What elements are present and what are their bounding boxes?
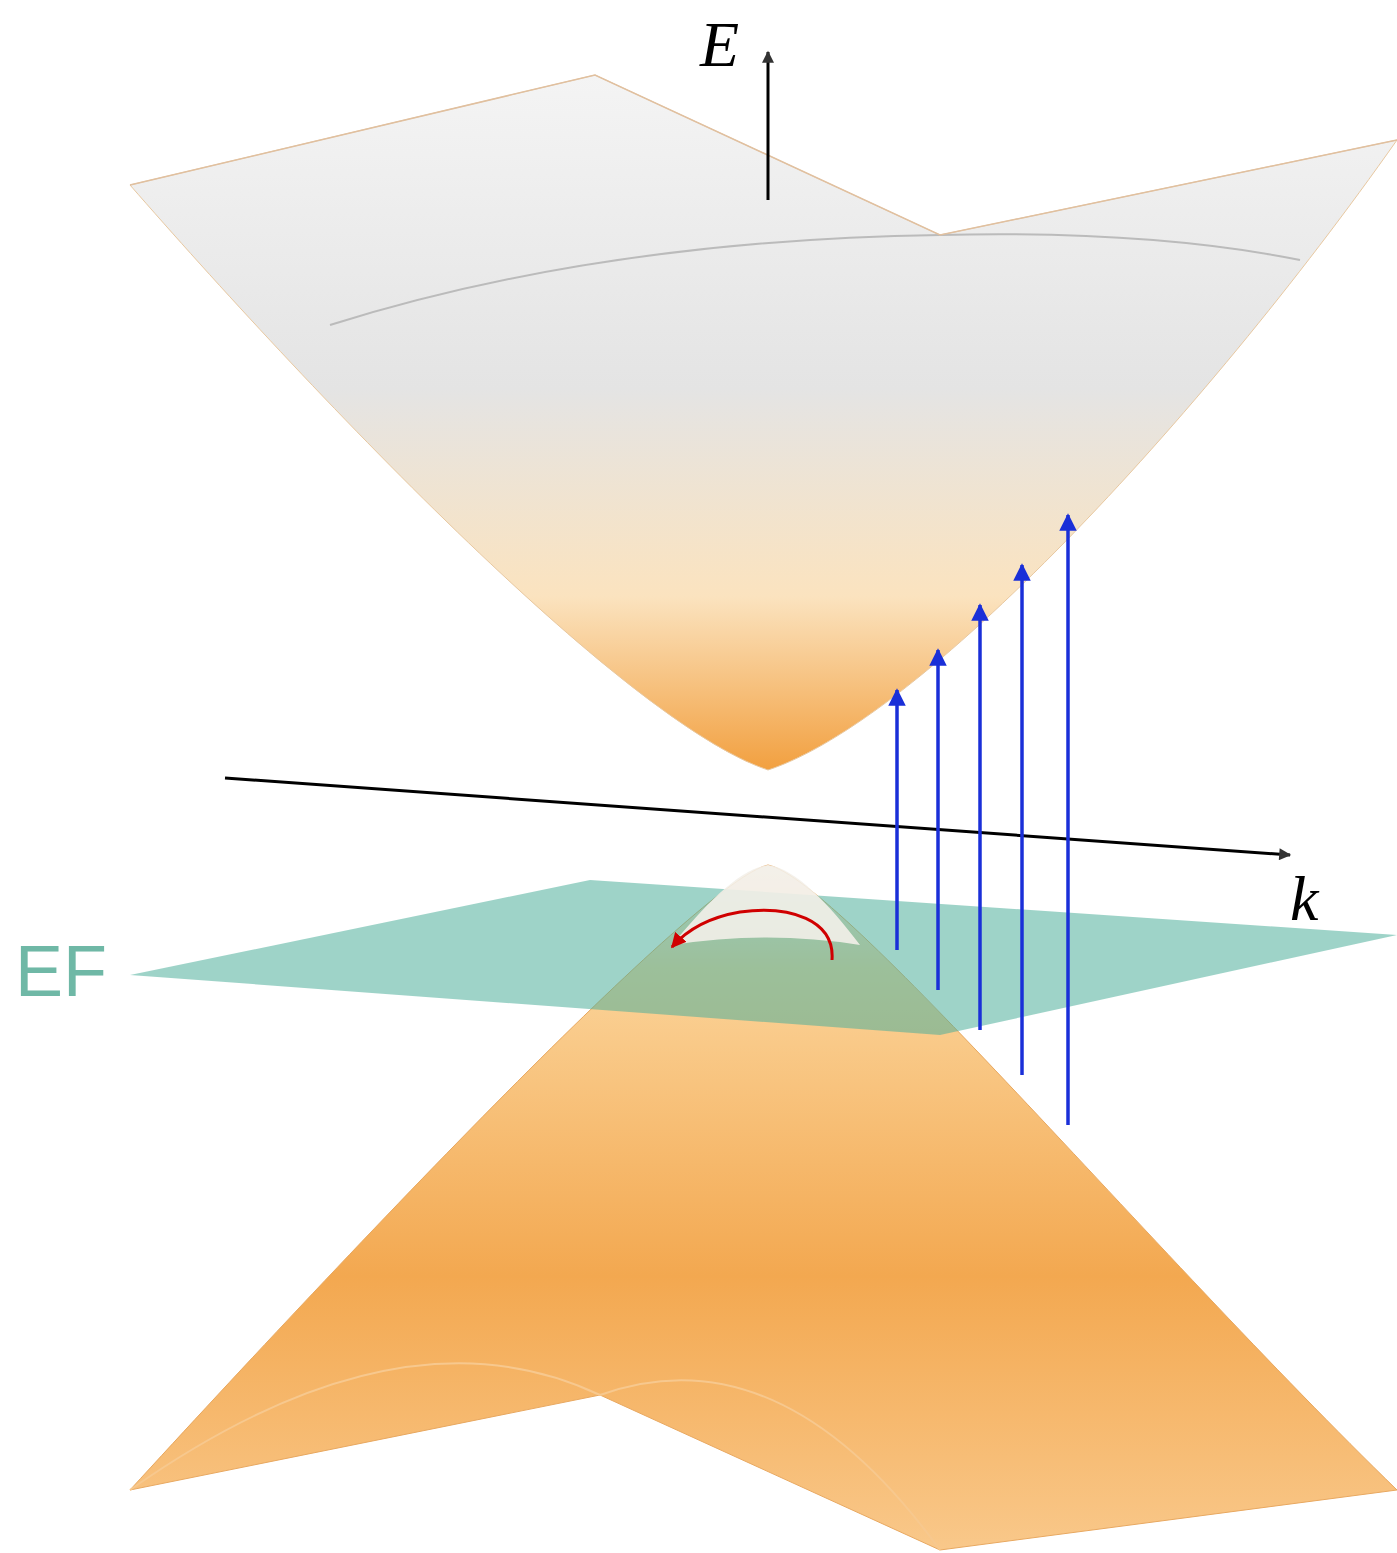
fermi-level-label: EF [15, 930, 107, 1012]
momentum-axis-label: k [1290, 862, 1318, 936]
energy-axis-label: E [700, 8, 739, 82]
